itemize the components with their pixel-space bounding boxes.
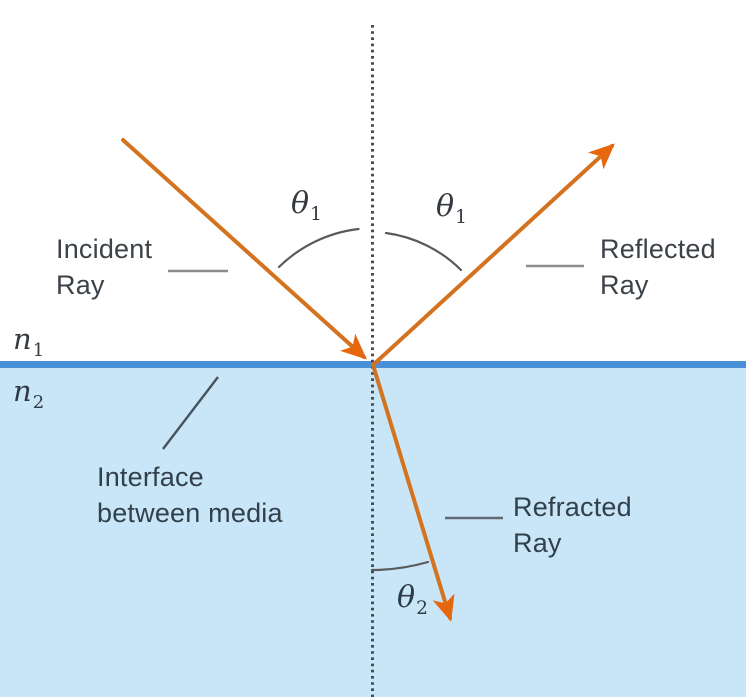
reflected-ray <box>371 143 615 367</box>
reflected-ray-label-line1: Reflected <box>600 234 716 264</box>
theta1-left-symbol: θ <box>291 186 310 221</box>
refracted-ray-label-line2: Ray <box>513 528 562 558</box>
refracted-ray-label: Refracted Ray <box>513 489 632 561</box>
reflected-ray-label-line2: Ray <box>600 270 649 300</box>
angle-reflection-label: θ1 <box>436 189 467 228</box>
incident-ray <box>121 138 367 360</box>
interface-label-line1: Interface <box>97 462 204 492</box>
refracted-ray <box>371 363 455 622</box>
reflected-ray-label: Reflected Ray <box>600 231 716 303</box>
angle-refraction-label: θ2 <box>397 580 428 619</box>
medium1-index-label: n1 <box>13 322 44 361</box>
angle-arc-reflection <box>384 231 463 272</box>
theta2-subscript: 2 <box>416 598 428 619</box>
n1-symbol: n <box>13 322 32 356</box>
interface-label-line2: between media <box>97 498 283 528</box>
incident-ray-label-line1: Incident <box>56 234 153 264</box>
theta1-right-symbol: θ <box>436 189 455 224</box>
theta1-right-subscript: 1 <box>455 207 467 228</box>
incident-ray-label: Incident Ray <box>56 231 152 303</box>
n1-subscript: 1 <box>32 339 45 361</box>
interface-label: Interface between media <box>97 459 283 531</box>
n2-symbol: n <box>13 374 32 408</box>
theta2-symbol: θ <box>397 580 416 615</box>
incident-ray-label-line2: Ray <box>56 270 105 300</box>
refracted-ray-label-line1: Refracted <box>513 492 632 522</box>
angle-incidence-label: θ1 <box>291 186 322 225</box>
interface-label-leader <box>162 376 219 450</box>
medium2-index-label: n2 <box>13 374 44 413</box>
n2-subscript: 2 <box>32 391 45 413</box>
angle-arc-incidence <box>277 227 360 269</box>
theta1-left-subscript: 1 <box>310 204 322 225</box>
angle-arc-refraction <box>370 560 430 572</box>
